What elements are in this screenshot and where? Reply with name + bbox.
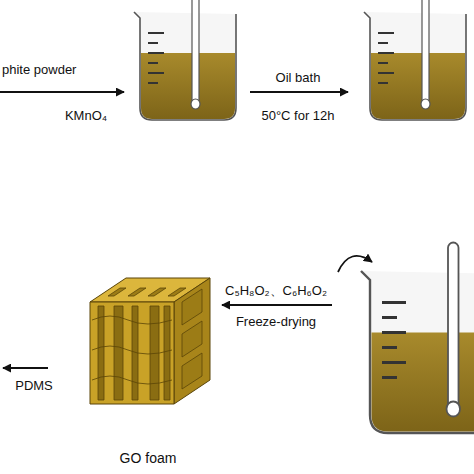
foam-pore xyxy=(148,288,166,296)
foam-slat xyxy=(98,306,104,400)
step-label: Freeze-drying xyxy=(236,314,316,330)
foam-figure: GO foam xyxy=(82,272,214,467)
step-label: C₅H₈O₂、C₆H₆O₂ xyxy=(225,283,327,299)
foam-pore xyxy=(182,353,202,389)
foam-pore xyxy=(128,288,146,296)
foam-pore xyxy=(108,288,126,296)
foam-slat xyxy=(164,306,170,400)
foam-wall xyxy=(92,346,172,354)
foam-pore xyxy=(182,289,202,325)
foam-pore xyxy=(182,321,202,357)
figure-caption: GO foam xyxy=(82,450,214,467)
step-label: PDMS xyxy=(15,378,53,394)
foam-slat xyxy=(114,306,123,400)
step-label: 50°C for 12h xyxy=(261,108,334,124)
foam-pore xyxy=(168,288,186,296)
foam-wall xyxy=(92,316,172,324)
step-label: phite powder xyxy=(2,62,76,78)
step-label: Oil bath xyxy=(276,70,321,86)
foam-wall xyxy=(92,376,172,384)
step-label: KMnO₄ xyxy=(65,108,107,124)
